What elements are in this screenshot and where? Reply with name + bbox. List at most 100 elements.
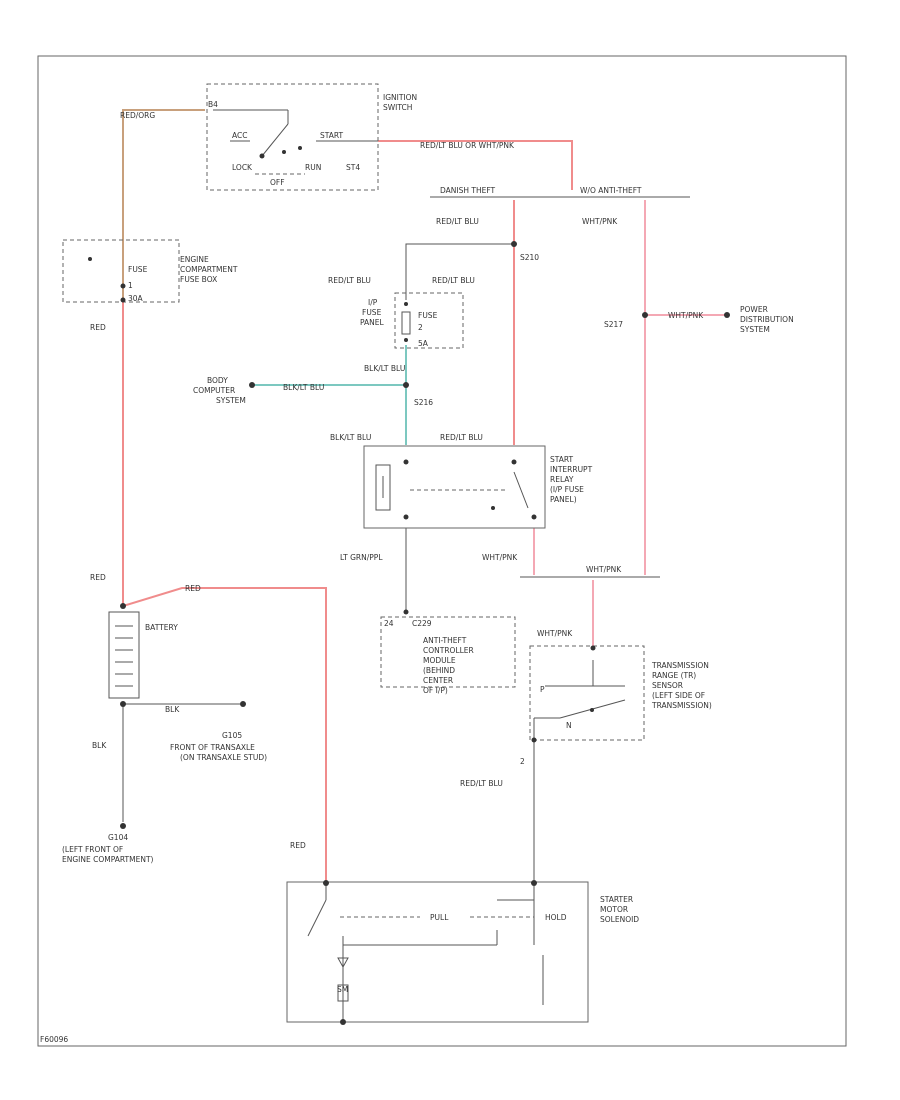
label-engine-fuse-3: FUSE BOX bbox=[180, 275, 217, 284]
relay-contact-arm bbox=[513, 471, 529, 509]
solenoid-battery-terminal bbox=[323, 880, 329, 886]
label-sm: SM bbox=[337, 985, 348, 994]
fuse1-terminal-top bbox=[120, 283, 126, 289]
relay-terminal-2 bbox=[403, 514, 409, 520]
label-red-1: RED bbox=[90, 323, 106, 332]
relay-coil bbox=[375, 464, 391, 511]
label-anti-theft-6: OF I/P) bbox=[423, 686, 448, 695]
label-g104: G104 bbox=[108, 833, 128, 842]
label-anti-theft-5: CENTER bbox=[423, 676, 453, 685]
label-starter-2: MOTOR bbox=[600, 905, 628, 914]
label-ignition-2: SWITCH bbox=[383, 103, 412, 112]
battery-body bbox=[108, 611, 140, 699]
ip-fuse-box bbox=[394, 292, 464, 349]
label-ip-panel-1: I/P bbox=[368, 298, 378, 307]
label-red-2: RED bbox=[90, 573, 106, 582]
solenoid-contact-arm bbox=[307, 899, 327, 937]
label-battery: BATTERY bbox=[145, 623, 178, 632]
label-wire-whtpnk-4: WHT/PNK bbox=[586, 565, 622, 574]
label-pull: PULL bbox=[430, 913, 449, 922]
label-engine-fuse-2: COMPARTMENT bbox=[180, 265, 238, 274]
label-start-relay-5: PANEL) bbox=[550, 495, 577, 504]
ground-g104-symbol bbox=[120, 823, 126, 829]
label-body-computer-1: BODY bbox=[207, 376, 228, 385]
label-fuse-ip-2: 2 bbox=[418, 323, 423, 332]
label-power-dist-3: SYSTEM bbox=[740, 325, 770, 334]
label-g104-loc-1: (LEFT FRONT OF bbox=[62, 845, 123, 854]
solenoid-m-terminal bbox=[340, 1019, 346, 1025]
fuse2-element bbox=[401, 311, 411, 335]
label-wire-blkltblu-3: BLK/LT BLU bbox=[330, 433, 371, 442]
relay-terminal-3 bbox=[511, 459, 517, 465]
label-sw-b4: B4 bbox=[208, 100, 218, 109]
tr-sensor-box bbox=[529, 645, 645, 741]
label-tr-sensor-2: RANGE (TR) bbox=[652, 671, 696, 680]
label-g105-loc-1: FRONT OF TRANSAXLE bbox=[170, 743, 255, 752]
relay-terminal-1 bbox=[403, 459, 409, 465]
ignition-contact-arm bbox=[261, 123, 289, 157]
label-ignition-1: IGNITION bbox=[383, 93, 417, 102]
label-starter-1: STARTER bbox=[600, 895, 633, 904]
wire-fuse2-feed bbox=[405, 243, 514, 300]
fuse2-top bbox=[404, 302, 408, 306]
ignition-pivot bbox=[259, 153, 265, 159]
label-wire-whtpnk-3: WHT/PNK bbox=[482, 553, 518, 562]
label-wire-blkltblu-1: BLK/LT BLU bbox=[364, 364, 405, 373]
label-g105-loc-2: (ON TRANSAXLE STUD) bbox=[180, 753, 267, 762]
label-footer: F60096 bbox=[40, 1035, 68, 1044]
label-anti-theft-3: MODULE bbox=[423, 656, 456, 665]
diagram-frame bbox=[37, 55, 847, 1047]
label-c229: C229 bbox=[412, 619, 432, 628]
starter-motor-armature bbox=[337, 984, 349, 1002]
label-g104-loc-2: ENGINE COMPARTMENT) bbox=[62, 855, 154, 864]
label-bar-right: W/O ANTI-THEFT bbox=[580, 186, 642, 195]
tr-output-pin bbox=[531, 737, 537, 743]
label-tr-p: P bbox=[540, 685, 545, 694]
label-start-relay-3: RELAY bbox=[550, 475, 574, 484]
engine-fuse-box bbox=[62, 239, 180, 303]
label-wire-whtpnk-5: WHT/PNK bbox=[537, 629, 573, 638]
label-wire-blkltblu-2: BLK/LT BLU bbox=[283, 383, 324, 392]
label-wire-whtpnk-1: WHT/PNK bbox=[582, 217, 618, 226]
label-ip-panel-2: FUSE bbox=[362, 308, 382, 317]
label-fuse-ip-3: 5A bbox=[418, 339, 429, 348]
label-ip-panel-3: PANEL bbox=[360, 318, 385, 327]
module-pin-24 bbox=[403, 609, 409, 615]
label-tr-sensor-1: TRANSMISSION bbox=[651, 661, 709, 670]
tr-input-pin bbox=[590, 645, 596, 651]
label-wire-blk-2: BLK bbox=[92, 741, 107, 750]
label-s210: S210 bbox=[520, 253, 539, 262]
label-engine-fuse-1: ENGINE bbox=[180, 255, 209, 264]
label-fuse-left-1: FUSE bbox=[128, 265, 148, 274]
relay-terminal-4 bbox=[531, 514, 537, 520]
label-wire-redltblu-3: RED/LT BLU bbox=[432, 276, 475, 285]
label-anti-theft-4: (BEHIND bbox=[423, 666, 455, 675]
anti-theft-module-box bbox=[380, 616, 516, 688]
label-tr-n: N bbox=[566, 721, 572, 730]
label-body-computer-2: COMPUTER bbox=[193, 386, 235, 395]
label-tr-sensor-5: TRANSMISSION) bbox=[651, 701, 712, 710]
fuse2-bottom bbox=[404, 338, 408, 342]
label-wire-blk-1: BLK bbox=[165, 705, 180, 714]
label-red-3: RED bbox=[185, 584, 201, 593]
label-fuse-left-3: 30A bbox=[128, 294, 144, 303]
label-wire-redltblu-5: RED/LT BLU bbox=[460, 779, 503, 788]
label-anti-theft-1: ANTI-THEFT bbox=[423, 636, 467, 645]
label-anti-theft-2: CONTROLLER bbox=[423, 646, 474, 655]
label-fuse-ip-1: FUSE bbox=[418, 311, 438, 320]
label-start-relay-2: INTERRUPT bbox=[550, 465, 593, 474]
label-start-relay-1: START bbox=[550, 455, 574, 464]
solenoid-s-terminal bbox=[531, 880, 537, 886]
ignition-run-contact bbox=[298, 146, 302, 150]
start-relay-box bbox=[363, 445, 546, 529]
starter-motor-symbol bbox=[337, 957, 349, 969]
engine-fuse-dot bbox=[88, 257, 92, 261]
label-sw-st4: ST4 bbox=[346, 163, 360, 172]
label-wire-top-left: RED/ORG bbox=[120, 111, 155, 120]
battery-negative-terminal bbox=[120, 701, 126, 707]
label-tr-sensor-3: SENSOR bbox=[652, 681, 683, 690]
power-dist-connection bbox=[724, 312, 730, 318]
label-s217: S217 bbox=[604, 320, 623, 329]
label-s216: S216 bbox=[414, 398, 433, 407]
